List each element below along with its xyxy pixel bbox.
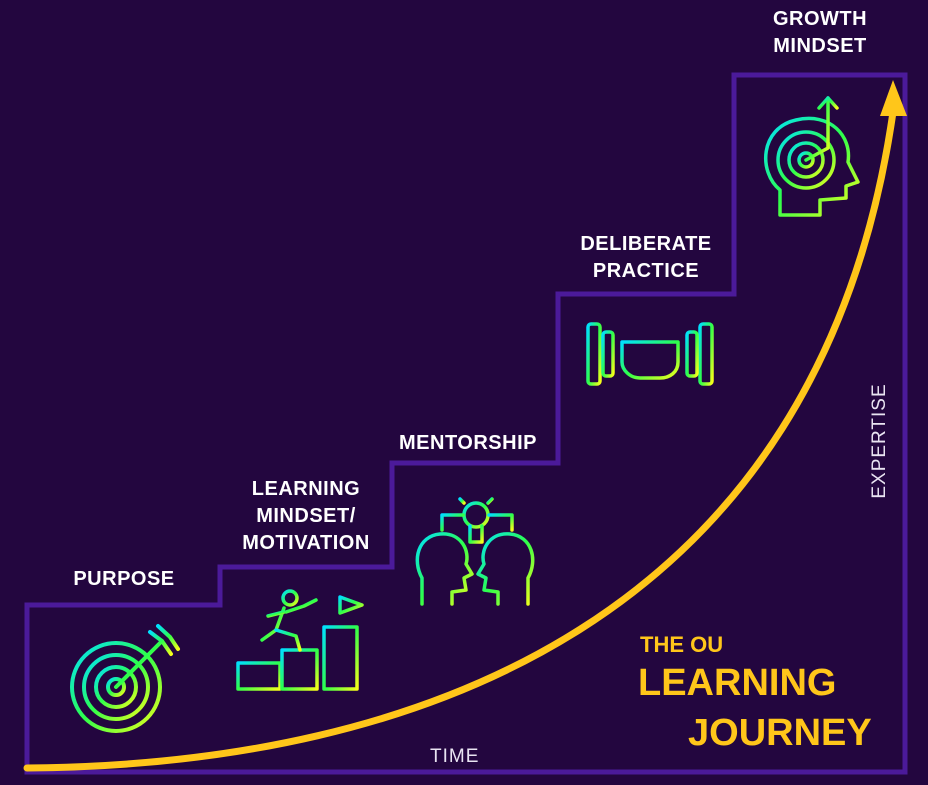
climbing-runner-icon [236, 589, 364, 691]
step-label-mentorship: MENTORSHIP [399, 432, 537, 454]
step-label-growth-mindset: GROWTH MINDSET [772, 8, 868, 57]
growth-curve [23, 108, 897, 772]
step-label-deliberate-practice: DELIBERATE PRACTICE [580, 233, 712, 282]
staircase-outline [24, 72, 908, 775]
head-target-arrow-icon [764, 96, 860, 217]
mentor-heads-lightbulb-icon [415, 490, 535, 606]
brand-line-1: THE OU [640, 632, 724, 657]
y-axis-label: EXPERTISE [869, 383, 890, 499]
brand-line-3: JOURNEY [688, 712, 872, 754]
x-axis-label: TIME [430, 746, 480, 767]
dumbbell-fist-icon [586, 322, 714, 416]
target-arrow-icon [70, 624, 180, 733]
step-label-purpose: PURPOSE [73, 568, 175, 590]
step-label-learning-mindset: LEARNING MINDSET/ MOTIVATION [242, 478, 370, 554]
brand-line-2: LEARNING [638, 662, 837, 704]
growth-curve-arrowhead [880, 80, 907, 116]
